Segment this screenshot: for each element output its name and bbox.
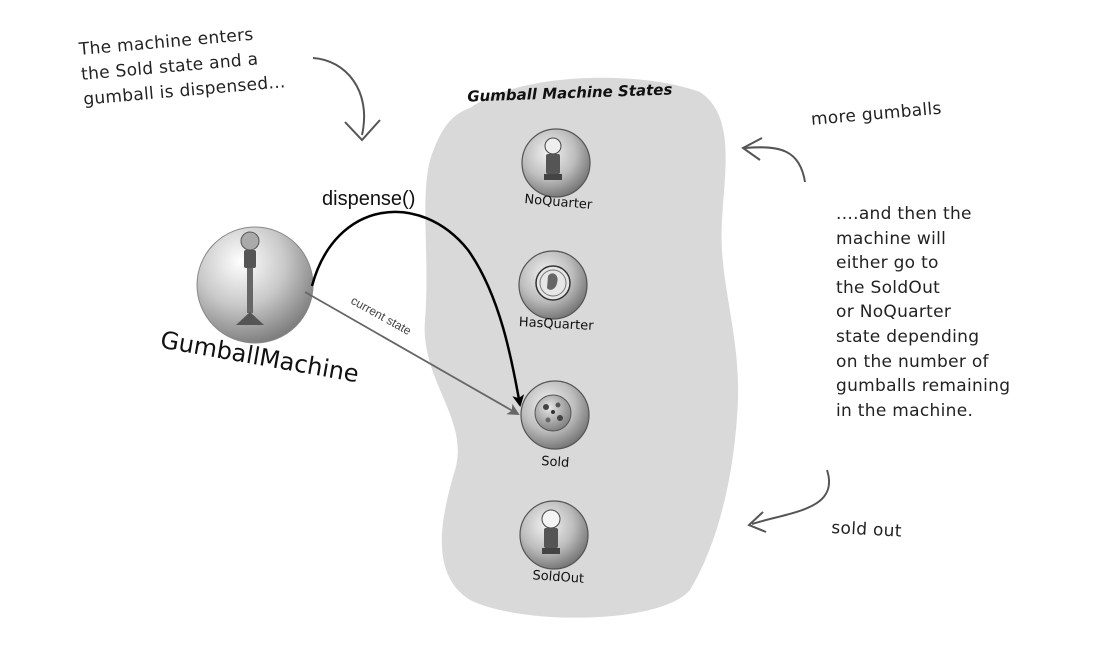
- state-noquarter-label: NoQuarter: [524, 192, 594, 213]
- state-hasquarter: HasQuarter: [518, 250, 595, 334]
- sold-out-label: sold out: [830, 517, 903, 542]
- quarter-coin-icon: [535, 265, 571, 301]
- state-region: [424, 77, 739, 618]
- gumball-machine-object: [196, 226, 314, 344]
- state-hasquarter-label: HasQuarter: [518, 315, 594, 334]
- note-line: or NoQuarter: [836, 302, 952, 323]
- sold-out-arrowhead: [747, 511, 767, 533]
- state-sold: Sold: [520, 380, 590, 471]
- note-line: the SoldOut: [836, 277, 941, 298]
- current-state-label: current state: [349, 293, 414, 338]
- note-line: either go to: [836, 253, 939, 274]
- more-gumballs-arrow: [744, 146, 806, 183]
- note-line: machine will: [836, 228, 947, 249]
- note-line: state depending: [836, 326, 980, 347]
- state-soldout: SoldOut: [519, 500, 589, 587]
- note-line: on the number of: [836, 351, 989, 372]
- note-line: gumballs remaining: [836, 376, 1011, 397]
- more-gumballs-arrowhead: [741, 137, 763, 161]
- note-top-left-arrowhead: [344, 119, 381, 142]
- note-line: in the machine.: [836, 400, 974, 421]
- gumball-icon: [534, 394, 572, 432]
- note-right: ....and then the machine will either go …: [836, 202, 1010, 423]
- gumball-machine-icon: [544, 137, 562, 180]
- state-sold-label: Sold: [541, 454, 570, 471]
- gumball-machine-icon: [236, 231, 264, 325]
- state-soldout-label: SoldOut: [532, 568, 585, 587]
- dispense-method-label: dispense(): [322, 188, 415, 210]
- current-state-arrow: [304, 291, 520, 415]
- empty-gumball-machine-icon: [541, 509, 561, 554]
- sold-out-arrow: [751, 469, 830, 525]
- dispense-arrow: [310, 210, 525, 407]
- note-line: ....and then the: [836, 204, 972, 224]
- note-sold-out: sold out: [831, 516, 903, 545]
- note-top-left-arrow: [312, 57, 365, 136]
- state-noquarter: NoQuarter: [521, 128, 594, 213]
